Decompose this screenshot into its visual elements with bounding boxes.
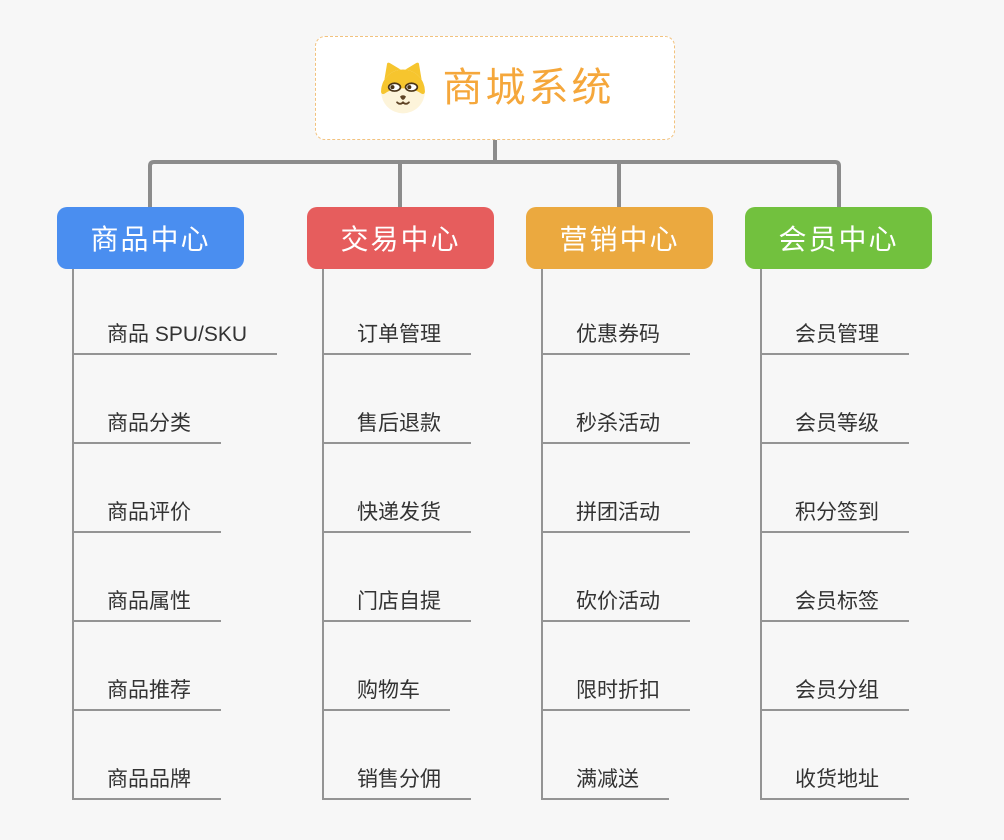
- child-node-label: 秒杀活动: [576, 411, 660, 435]
- child-node[interactable]: 优惠券码: [543, 269, 690, 355]
- child-node-label: 售后退款: [357, 411, 441, 435]
- root-node-label: 商城系统: [442, 66, 615, 110]
- child-node-label: 会员分组: [795, 678, 879, 702]
- child-node-label: 商品品牌: [107, 767, 191, 791]
- child-node[interactable]: 商品分类: [74, 355, 221, 444]
- child-node-label: 门店自提: [357, 589, 441, 613]
- child-node-label: 商品属性: [107, 589, 191, 613]
- child-node-label: 限时折扣: [576, 678, 660, 702]
- child-node[interactable]: 快递发货: [324, 444, 471, 533]
- child-node-label: 销售分佣: [357, 767, 441, 791]
- branch-children-4: 会员管理会员等级积分签到会员标签会员分组收货地址: [760, 269, 909, 800]
- child-node[interactable]: 满减送: [543, 711, 669, 800]
- child-node-label: 商品评价: [107, 500, 191, 524]
- branch-children-3: 优惠券码秒杀活动拼团活动砍价活动限时折扣满减送: [541, 269, 690, 800]
- child-node-label: 订单管理: [357, 322, 441, 346]
- child-node-label: 砍价活动: [576, 589, 660, 613]
- branch-bus-line: [148, 160, 841, 209]
- child-node-label: 购物车: [357, 678, 420, 702]
- child-node[interactable]: 订单管理: [324, 269, 471, 355]
- child-node-label: 满减送: [576, 767, 639, 791]
- child-node[interactable]: 购物车: [324, 622, 450, 711]
- child-node-label: 快递发货: [357, 500, 441, 524]
- branch-node-1[interactable]: 商品中心: [57, 207, 244, 269]
- branch-children-1: 商品 SPU/SKU 商品分类商品评价商品属性商品推荐商品品牌: [72, 269, 278, 800]
- branch-children-2: 订单管理售后退款快递发货门店自提购物车销售分佣: [322, 269, 471, 800]
- child-node-label: 会员等级: [795, 411, 879, 435]
- branch-node-4[interactable]: 会员中心: [745, 207, 932, 269]
- child-node[interactable]: 销售分佣: [324, 711, 471, 800]
- child-node[interactable]: 限时折扣: [543, 622, 690, 711]
- child-node[interactable]: 积分签到: [762, 444, 909, 533]
- child-node[interactable]: 商品 SPU/SKU: [74, 269, 278, 355]
- child-node[interactable]: 售后退款: [324, 355, 471, 444]
- shiba-dog-icon: [376, 61, 430, 115]
- branch-node-2[interactable]: 交易中心: [307, 207, 494, 269]
- child-node[interactable]: 会员管理: [762, 269, 909, 355]
- branch-node-3[interactable]: 营销中心: [526, 207, 713, 269]
- child-node[interactable]: 秒杀活动: [543, 355, 690, 444]
- child-node-label: 会员管理: [795, 322, 879, 346]
- child-node[interactable]: 砍价活动: [543, 533, 690, 622]
- child-node-label: 商品分类: [107, 411, 191, 435]
- child-node[interactable]: 拼团活动: [543, 444, 690, 533]
- child-node[interactable]: 收货地址: [762, 711, 909, 800]
- child-node[interactable]: 商品属性: [74, 533, 221, 622]
- child-node-label: 拼团活动: [576, 500, 660, 524]
- child-node[interactable]: 会员分组: [762, 622, 909, 711]
- child-node-label: 商品 SPU/SKU: [107, 322, 248, 346]
- child-node[interactable]: 商品评价: [74, 444, 221, 533]
- child-node-label: 会员标签: [795, 589, 879, 613]
- child-node[interactable]: 商品推荐: [74, 622, 221, 711]
- child-node[interactable]: 会员等级: [762, 355, 909, 444]
- child-node[interactable]: 门店自提: [324, 533, 471, 622]
- child-node-label: 商品推荐: [107, 678, 191, 702]
- child-node-label: 优惠券码: [576, 322, 660, 346]
- child-node[interactable]: 会员标签: [762, 533, 909, 622]
- child-node-label: 积分签到: [795, 500, 879, 524]
- child-node-label: 收货地址: [795, 767, 879, 791]
- root-node[interactable]: 商城系统: [315, 36, 675, 140]
- child-node[interactable]: 商品品牌: [74, 711, 221, 800]
